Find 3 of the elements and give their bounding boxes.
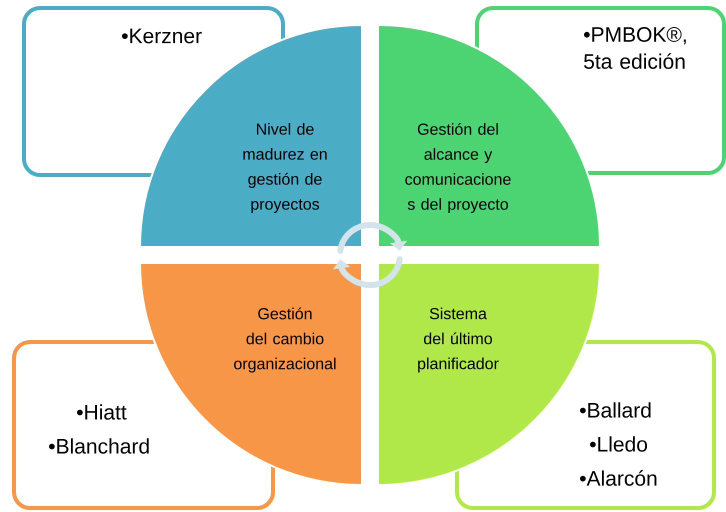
bullet-item: •Hiatt: [77, 404, 127, 420]
curved-arrow: [337, 222, 408, 254]
curved-arrow: [332, 256, 403, 288]
